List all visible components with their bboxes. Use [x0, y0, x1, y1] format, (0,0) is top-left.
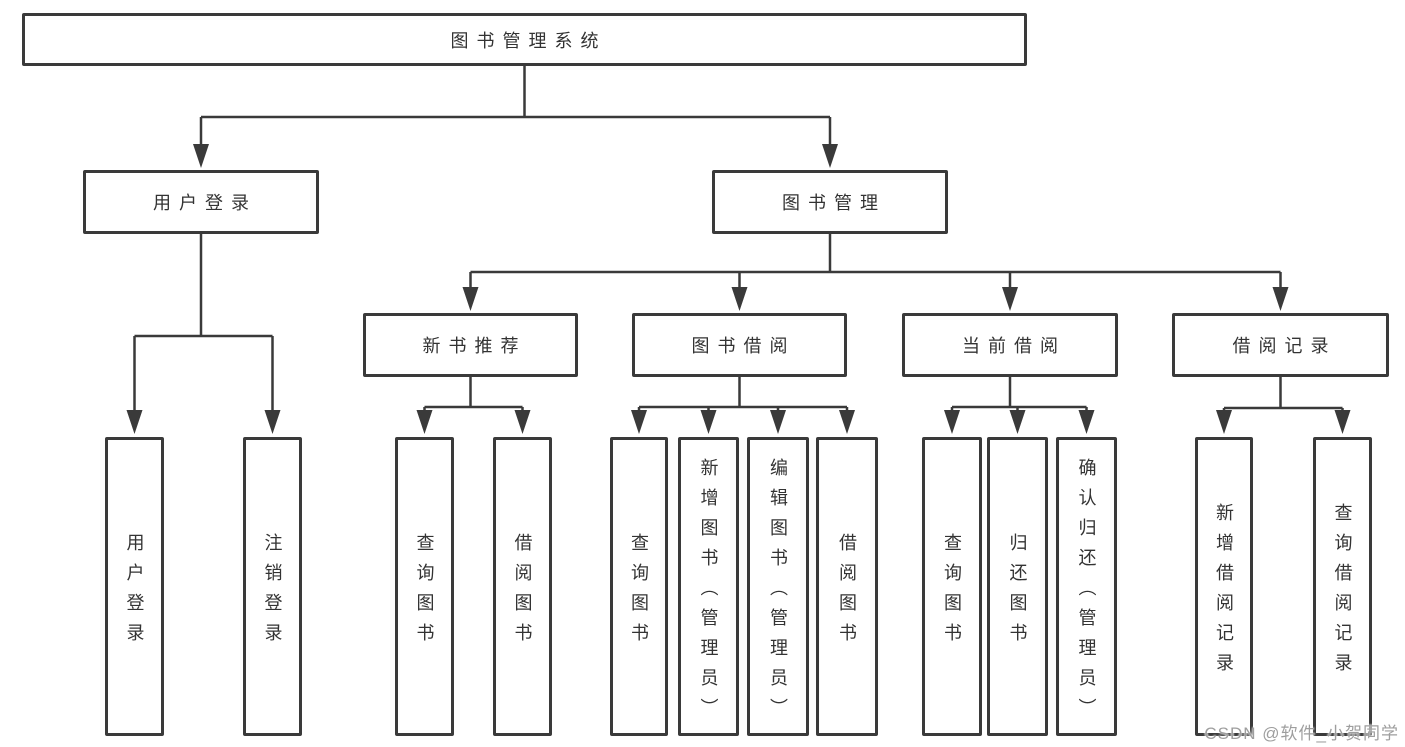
node-bb-edit-books-admin: 编辑图书（管理员）	[747, 437, 809, 736]
node-root: 图书管理系统	[22, 13, 1027, 66]
arrowhead-icon	[1272, 287, 1289, 311]
node-cb-confirm-return-admin: 确认归还（管理员）	[1056, 437, 1117, 736]
arrowhead-icon	[1334, 410, 1351, 434]
node-rec-query-books: 查询图书	[395, 437, 454, 736]
node-rec-borrow-books: 借阅图书	[493, 437, 552, 736]
node-current-borrow: 当前借阅	[902, 313, 1118, 377]
node-cb-query-books-label: 查询图书	[942, 532, 962, 653]
arrowhead-icon	[944, 410, 960, 434]
arrowhead-icon	[514, 410, 531, 434]
arrowheads	[126, 144, 1351, 434]
node-bb-borrow-books-label: 借阅图书	[837, 532, 857, 653]
node-br-query-record-label: 查询借阅记录	[1332, 502, 1353, 683]
arrowhead-icon	[700, 410, 717, 434]
node-root-label: 图书管理系统	[450, 30, 607, 51]
node-new-book-recommend: 新书推荐	[363, 313, 578, 377]
arrowhead-icon	[770, 410, 786, 434]
connector-user-login-children	[133, 233, 274, 416]
node-bb-query-books: 查询图书	[610, 437, 668, 736]
node-book-borrow-label: 图书借阅	[691, 336, 796, 356]
node-book-management: 图书管理	[712, 170, 948, 234]
arrowhead-icon	[731, 287, 748, 311]
node-br-query-record: 查询借阅记录	[1313, 437, 1372, 736]
node-current-borrow-label: 当前借阅	[962, 336, 1066, 356]
node-rec-borrow-books-label: 借阅图书	[512, 532, 533, 653]
arrowhead-icon	[462, 287, 479, 311]
arrowhead-icon	[126, 410, 143, 434]
arrowhead-icon	[631, 410, 647, 434]
arrowhead-icon	[822, 144, 838, 168]
arrowhead-icon	[416, 410, 433, 434]
node-bb-edit-books-admin-label: 编辑图书（管理员）	[768, 457, 788, 728]
node-bb-add-books-admin: 新增图书（管理员）	[678, 437, 739, 736]
arrowhead-icon	[1009, 410, 1026, 434]
node-book-management-label: 图书管理	[782, 193, 886, 213]
arrowhead-icon	[1216, 410, 1232, 434]
node-login-logout-label: 注销登录	[262, 532, 283, 653]
connector-book-borrow-children	[637, 377, 849, 416]
node-login-user-login: 用户登录	[105, 437, 164, 736]
node-br-add-record: 新增借阅记录	[1195, 437, 1253, 736]
arrowhead-icon	[1002, 287, 1018, 311]
node-book-borrow: 图书借阅	[632, 313, 847, 377]
watermark: CSDN @软件_小贺同学	[1204, 724, 1399, 743]
node-cb-return-books: 归还图书	[987, 437, 1048, 736]
node-user-login: 用户登录	[83, 170, 319, 234]
node-cb-confirm-return-admin-label: 确认归还（管理员）	[1076, 457, 1097, 728]
node-user-login-label: 用户登录	[153, 193, 257, 213]
arrowhead-icon	[264, 410, 281, 434]
connector-new-book-recommend-children	[423, 377, 524, 416]
node-rec-query-books-label: 查询图书	[414, 532, 435, 653]
connector-borrow-records-children	[1222, 377, 1344, 416]
node-bb-query-books-label: 查询图书	[629, 532, 649, 653]
node-new-book-recommend-label: 新书推荐	[422, 336, 527, 356]
node-login-user-login-label: 用户登录	[124, 532, 145, 653]
connector-book-management-children	[469, 233, 1282, 293]
node-br-add-record-label: 新增借阅记录	[1214, 502, 1234, 683]
arrowhead-icon	[1078, 410, 1095, 434]
node-cb-return-books-label: 归还图书	[1007, 532, 1028, 653]
node-bb-borrow-books: 借阅图书	[816, 437, 878, 736]
node-bb-add-books-admin-label: 新增图书（管理员）	[698, 457, 719, 728]
node-borrow-records: 借阅记录	[1172, 313, 1389, 377]
arrowhead-icon	[839, 410, 855, 434]
connector-root-to-level2	[199, 65, 832, 150]
node-login-logout: 注销登录	[243, 437, 302, 736]
arrowhead-icon	[193, 144, 209, 168]
node-borrow-records-label: 借阅记录	[1232, 336, 1337, 356]
node-cb-query-books: 查询图书	[922, 437, 982, 736]
